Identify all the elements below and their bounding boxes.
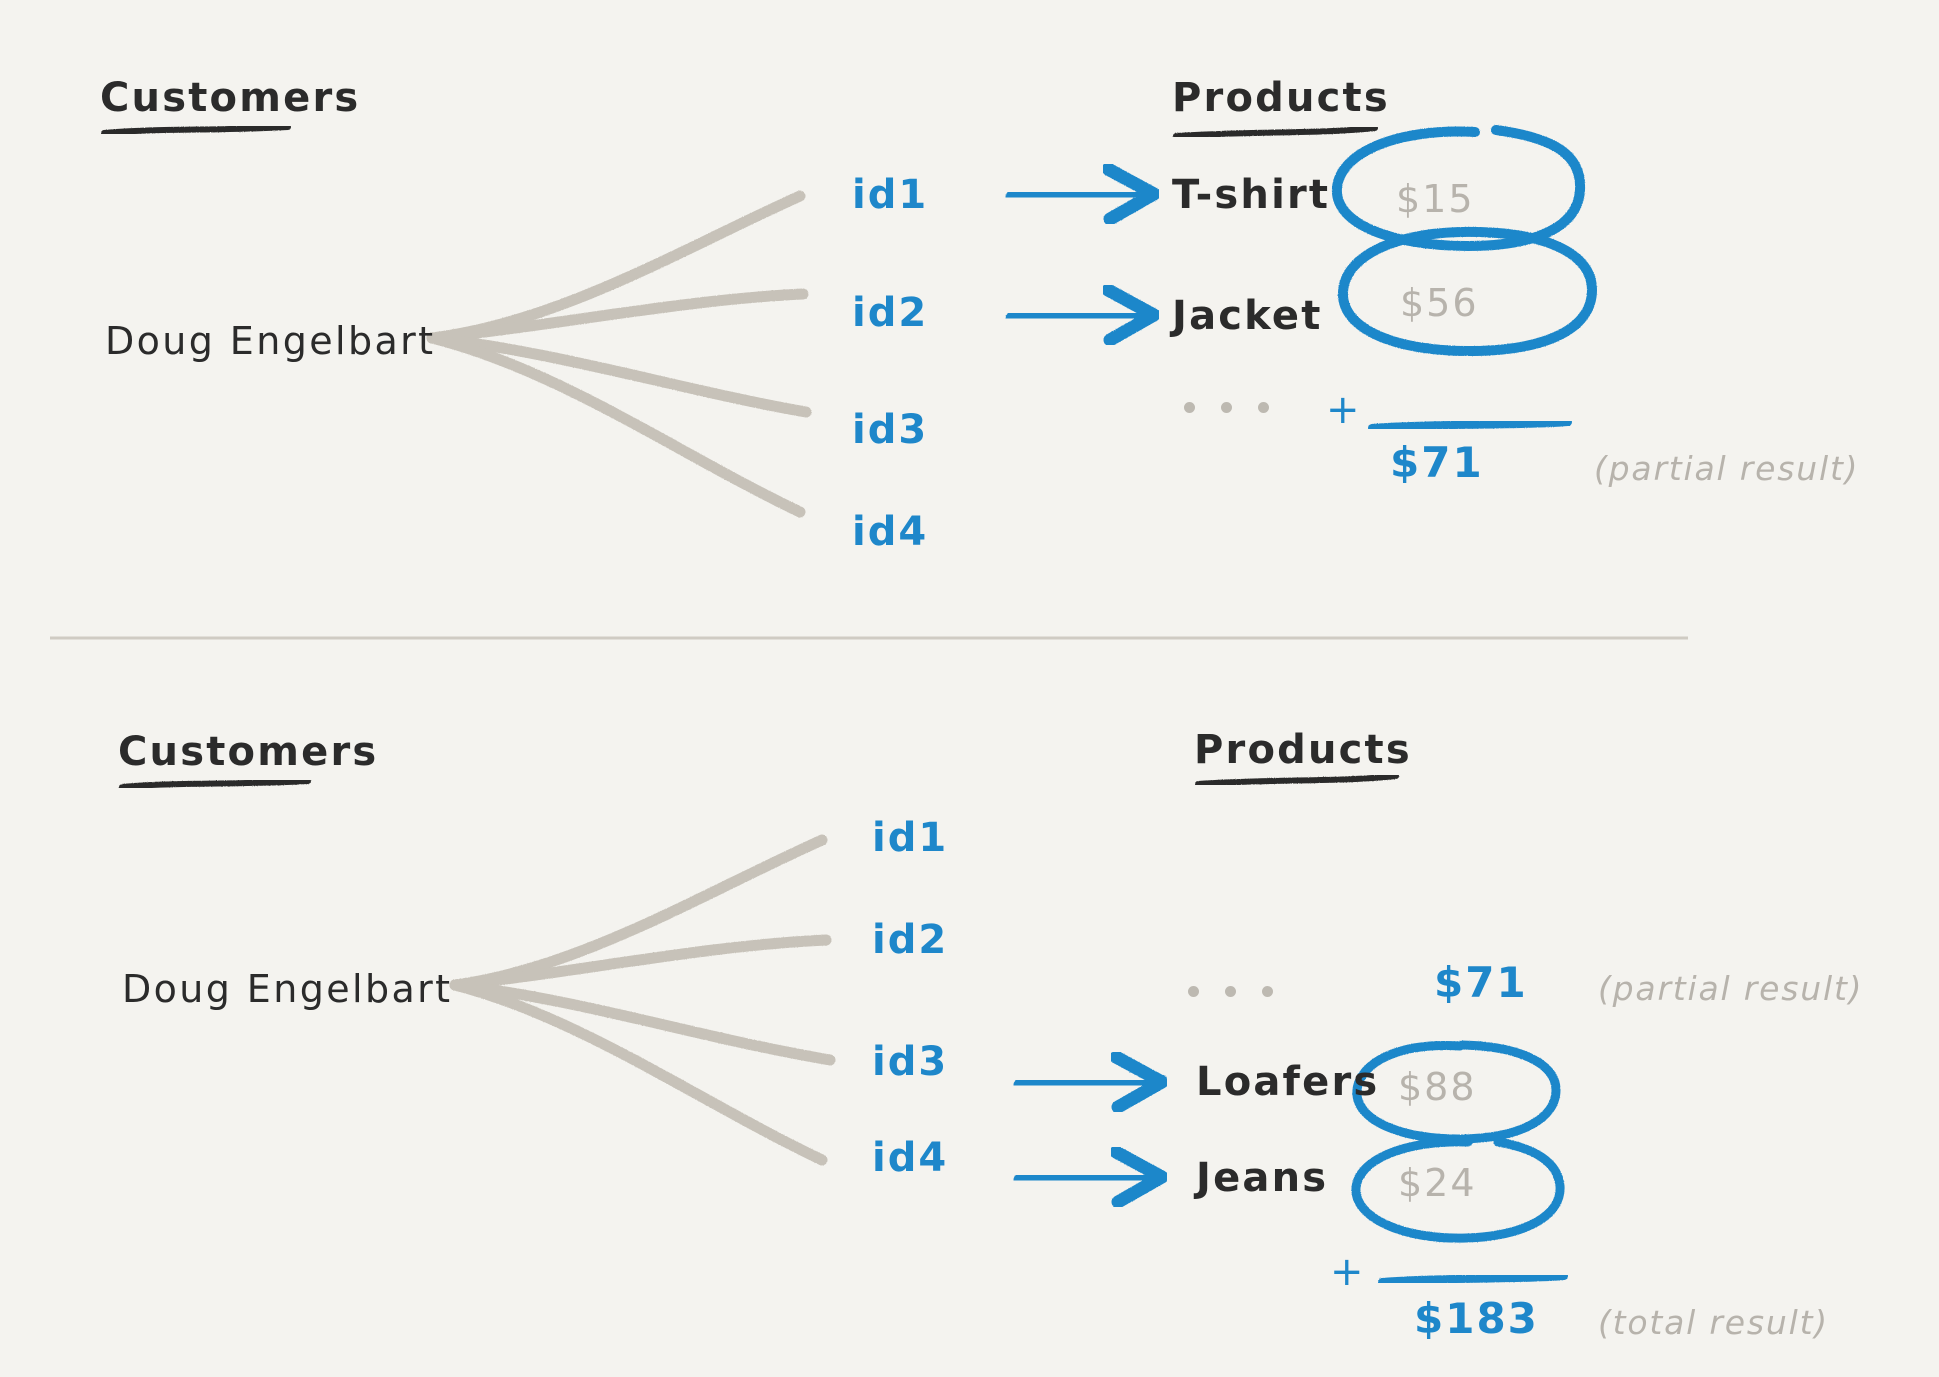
plus-sign-top: +	[1326, 387, 1362, 433]
fan-line-id3-top	[426, 332, 812, 418]
sum-value-bottom: $183	[1414, 1294, 1539, 1343]
arrow-id4-head	[1109, 1145, 1169, 1209]
fan-line-id1-top	[426, 190, 806, 344]
product-name-tshirt: T-shirt	[1172, 172, 1331, 218]
ellipsis-dot	[1184, 402, 1195, 413]
products-underline-top	[1173, 125, 1378, 139]
customers-underline-top	[101, 124, 291, 136]
id-label-id1-bottom[interactable]: id1	[872, 815, 949, 861]
arrows-top	[1005, 162, 1161, 347]
arrow-id4-shaft	[1013, 1168, 1163, 1187]
fan-line-id1-bottom	[449, 834, 828, 991]
arrow-id1-head	[1101, 162, 1161, 226]
sum-rule-bottom	[1378, 1272, 1568, 1286]
product-price-loafers: $88	[1398, 1065, 1477, 1109]
sum-note-top: (partial result)	[1594, 449, 1860, 488]
customers-header-bottom: Customers	[118, 729, 379, 775]
ellipsis-dot	[1188, 986, 1199, 997]
arrow-id3-head	[1109, 1050, 1169, 1114]
fan-lines-top	[426, 190, 812, 518]
id-label-id2-bottom[interactable]: id2	[872, 917, 949, 963]
arrow-id2-shaft	[1005, 306, 1155, 325]
arrow-id2-head	[1101, 283, 1161, 347]
customers-header-top: Customers	[100, 75, 361, 121]
product-price-jacket: $56	[1400, 281, 1479, 325]
fan-line-id4-top	[426, 332, 806, 518]
product-price-tshirt: $15	[1396, 177, 1475, 221]
customer-name-top: Doug Engelbart	[105, 319, 436, 363]
ellipsis-dot	[1258, 402, 1269, 413]
fan-lines-bottom	[449, 834, 836, 1166]
arrows-bottom	[1013, 1050, 1169, 1209]
customer-name-bottom: Doug Engelbart	[122, 967, 453, 1011]
id-label-id4-bottom[interactable]: id4	[872, 1135, 949, 1181]
products-header-top: Products	[1172, 75, 1390, 121]
ellipsis-top	[1184, 402, 1269, 413]
id-label-id3-top[interactable]: id3	[852, 407, 929, 453]
fan-line-id4-bottom	[449, 979, 828, 1166]
product-name-jacket: Jacket	[1172, 293, 1323, 339]
customers-underline-bottom	[119, 778, 311, 790]
plus-sign-bottom: +	[1330, 1249, 1366, 1295]
ellipsis-dot	[1262, 986, 1273, 997]
carried-note-bottom: (partial result)	[1598, 969, 1864, 1008]
fan-line-id2-top	[426, 288, 809, 344]
arrow-id1-shaft	[1005, 185, 1155, 204]
id-label-id3-bottom[interactable]: id3	[872, 1039, 949, 1085]
products-underline-bottom	[1195, 773, 1399, 787]
id-label-id2-top[interactable]: id2	[852, 290, 929, 336]
sum-note-bottom: (total result)	[1598, 1303, 1829, 1342]
product-price-jeans: $24	[1398, 1161, 1477, 1205]
fan-line-id2-bottom	[449, 934, 832, 991]
product-name-jeans: Jeans	[1196, 1155, 1329, 1201]
ellipsis-dot	[1225, 986, 1236, 997]
ellipsis-dot	[1221, 402, 1232, 413]
id-label-id1-top[interactable]: id1	[852, 172, 929, 218]
products-header-bottom: Products	[1194, 727, 1412, 773]
fan-line-id3-bottom	[449, 979, 836, 1066]
sum-value-top: $71	[1390, 438, 1484, 487]
product-name-loafers: Loafers	[1196, 1059, 1380, 1105]
sum-rule-top	[1368, 418, 1572, 432]
ellipsis-bottom	[1188, 986, 1273, 997]
arrow-id3-shaft	[1013, 1073, 1163, 1092]
carried-value-bottom: $71	[1434, 958, 1528, 1007]
id-label-id4-top[interactable]: id4	[852, 509, 929, 555]
